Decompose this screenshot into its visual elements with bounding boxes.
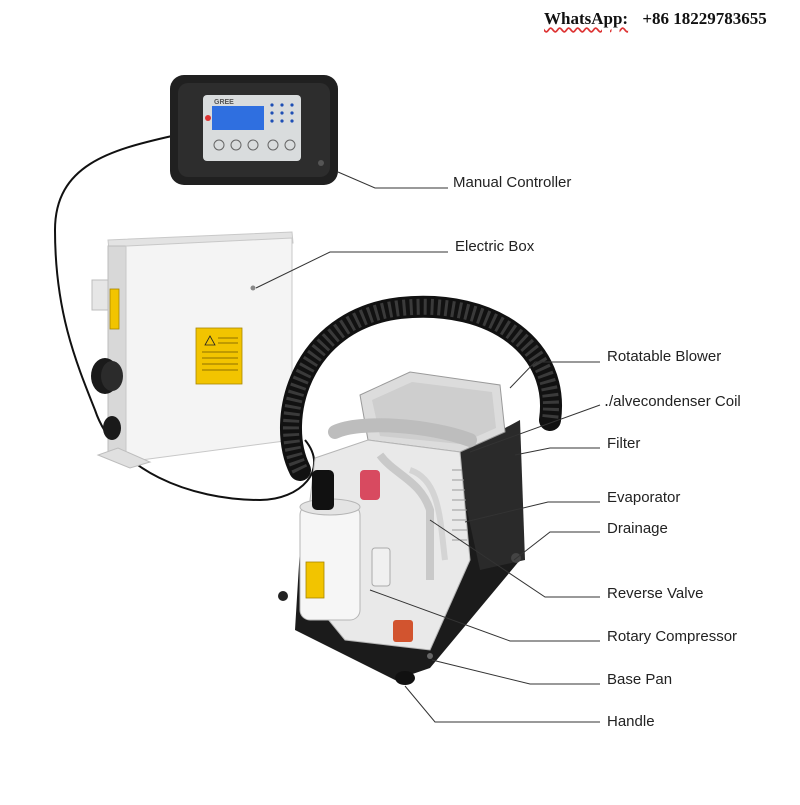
manual-controller: GREE — [170, 75, 338, 185]
controller-brand-text: GREE — [214, 99, 234, 106]
indicator-leds — [270, 103, 294, 123]
whatsapp-phone: +86 18229783655 — [642, 9, 767, 28]
controller-buttons — [213, 139, 296, 151]
whatsapp-contact: WhatsApp: +86 18229783655 — [544, 9, 767, 29]
red-valve-component — [360, 470, 380, 500]
lcd-screen — [212, 106, 264, 130]
callout-electric-box: Electric Box — [455, 238, 535, 255]
handle-knob — [395, 671, 415, 685]
callout-rotary-compressor: Rotary Compressor — [607, 628, 738, 645]
callout-manual-controller: Manual Controller — [453, 174, 572, 191]
side-warning-label — [109, 288, 120, 330]
callout-base-pan: Base Pan — [607, 671, 673, 688]
evaporator-fins — [452, 469, 467, 541]
callout-valve-condenser-coil: ․/alvecondenser Coil — [604, 393, 741, 410]
front-warning-label — [195, 327, 243, 385]
ac-unit — [278, 295, 562, 685]
control-cable — [53, 135, 316, 502]
leader-lines — [255, 171, 601, 723]
callout-reverse-valve: Reverse Valve — [607, 585, 704, 602]
callout-drainage: Drainage — [607, 520, 668, 537]
callout-evaporator: Evaporator — [607, 489, 681, 506]
whatsapp-label: WhatsApp: — [544, 9, 629, 28]
compressor-cap — [312, 470, 334, 510]
orange-fitting — [393, 620, 413, 642]
callout-rotatable-blower: Rotatable Blower — [607, 348, 722, 365]
callout-handle: Handle — [607, 713, 655, 730]
callout-filter: Filter — [607, 435, 641, 452]
electric-box — [91, 231, 294, 469]
